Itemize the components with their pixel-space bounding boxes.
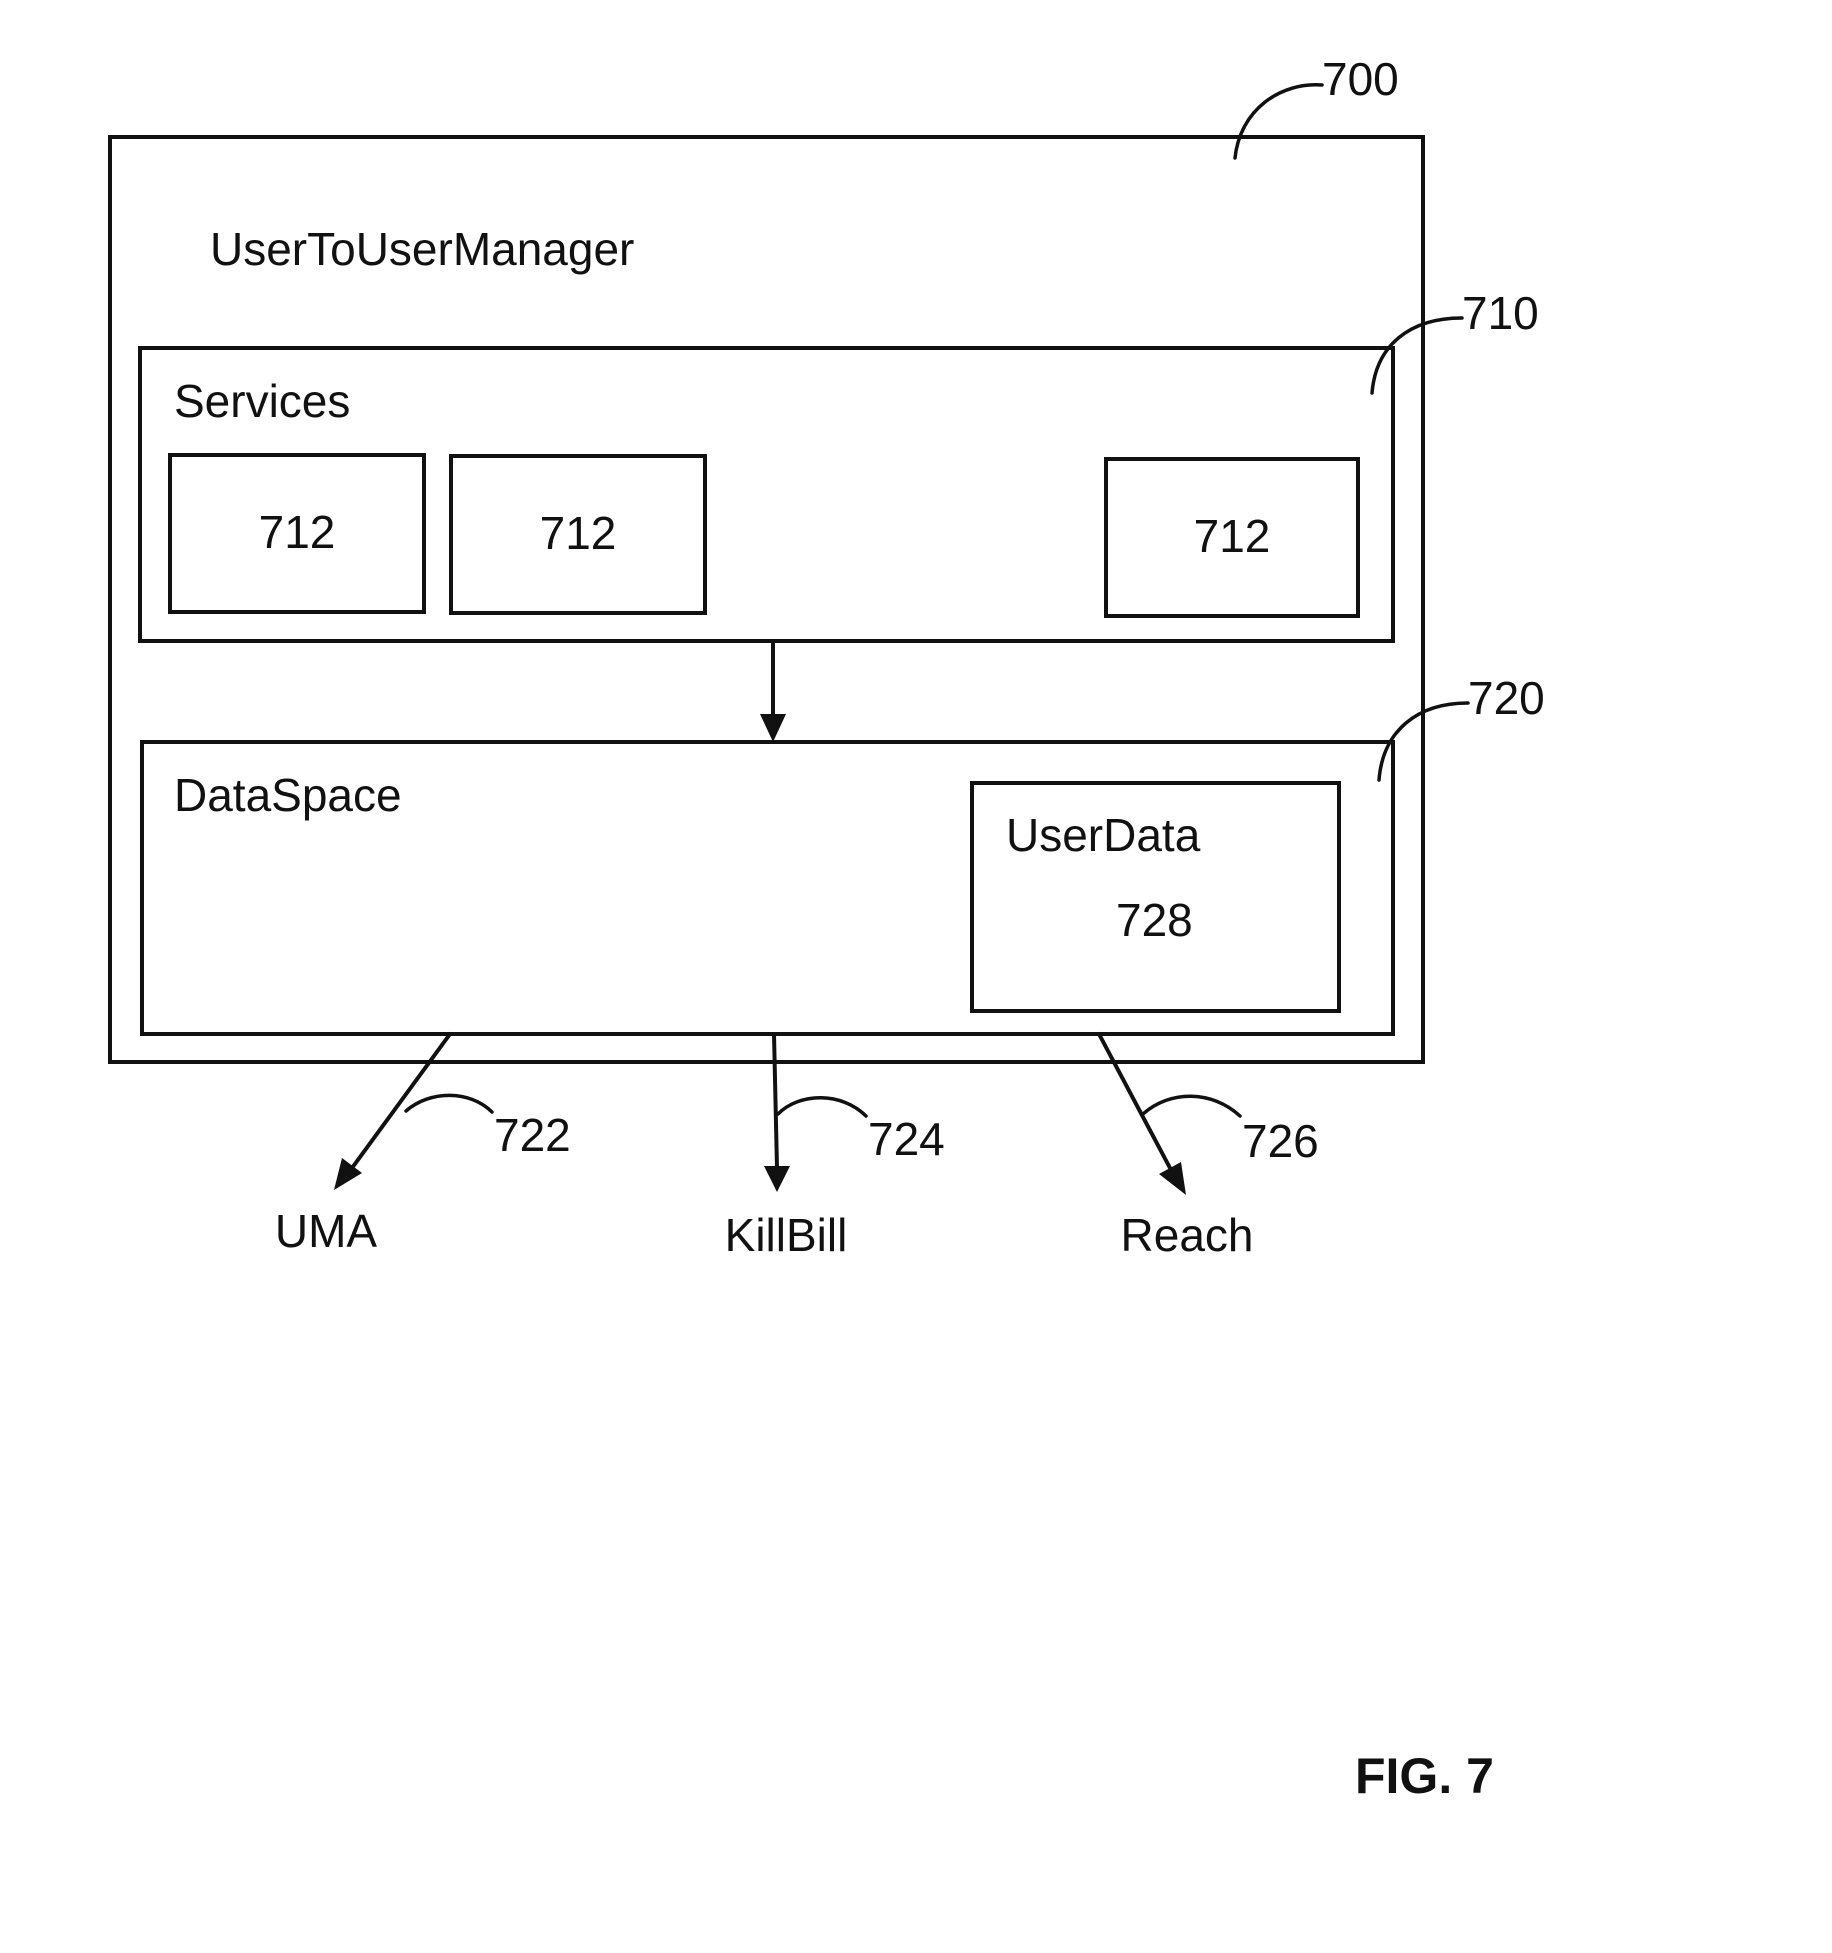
uma-arrow-line <box>352 1034 450 1168</box>
manager-ref-leader <box>1235 85 1322 158</box>
manager-title: UserToUserManager <box>210 223 634 275</box>
manager-ref: 700 <box>1322 53 1399 105</box>
uma-ref: 722 <box>494 1109 571 1161</box>
reach-ref-leader <box>1143 1096 1240 1116</box>
services-ref-leader <box>1372 318 1462 393</box>
killbill-label: KillBill <box>725 1209 848 1261</box>
services-title: Services <box>174 375 350 427</box>
dataspace-title: DataSpace <box>174 769 402 821</box>
dataspace-ref: 720 <box>1468 672 1545 724</box>
services-ref: 710 <box>1462 287 1539 339</box>
killbill-ref-leader <box>778 1098 866 1116</box>
killbill-ref: 724 <box>868 1113 945 1165</box>
userdata-ref: 728 <box>1116 894 1193 946</box>
service-item-label: 712 <box>259 506 336 558</box>
uma-ref-leader <box>406 1095 492 1112</box>
reach-ref: 726 <box>1242 1115 1319 1167</box>
manager-box <box>110 137 1423 1062</box>
reach-arrow-line <box>1099 1034 1170 1168</box>
services-to-dataspace-arrowhead <box>760 714 786 742</box>
figure-label: FIG. 7 <box>1355 1748 1494 1804</box>
service-item-label: 712 <box>1194 510 1271 562</box>
uma-label: UMA <box>275 1205 378 1257</box>
userdata-title: UserData <box>1006 809 1201 861</box>
killbill-arrow-line <box>774 1034 777 1168</box>
reach-label: Reach <box>1121 1209 1254 1261</box>
service-item-label: 712 <box>540 507 617 559</box>
killbill-arrowhead <box>764 1166 790 1192</box>
reach-arrowhead <box>1159 1162 1186 1195</box>
